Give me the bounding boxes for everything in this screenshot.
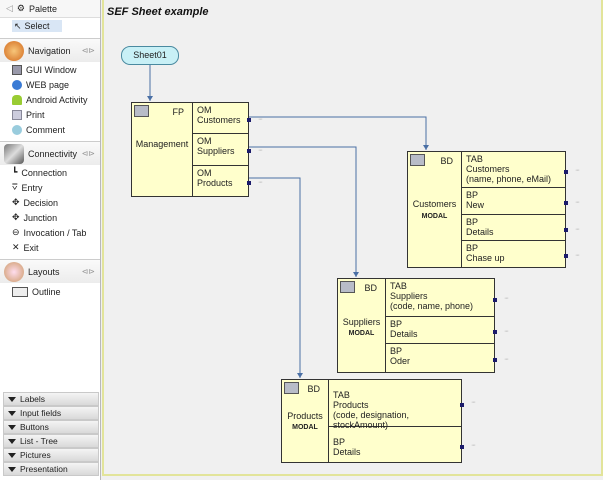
expand-icon <box>8 438 16 444</box>
decision-icon: ✥ <box>12 197 20 207</box>
palette-item-outline[interactable]: Outline <box>0 283 100 301</box>
palette-icon: ⚙ <box>16 3 25 13</box>
arrow-icon <box>353 272 359 277</box>
connection-products <box>248 177 301 378</box>
exit-icon: ✕ <box>12 242 20 252</box>
drawer-labels[interactable]: Labels <box>3 392 99 406</box>
drawer-pictures[interactable]: Pictures <box>3 448 99 462</box>
palette: ◁⚙Palette ↖Select Navigation⊲⊳ GUI Windo… <box>0 0 101 480</box>
window-icon <box>284 382 299 394</box>
palette-item-exit[interactable]: ✕Exit <box>12 242 39 253</box>
entry-icon: ⩢ <box>12 182 18 192</box>
sheet-node[interactable]: Sheet01 <box>121 46 179 65</box>
globe-icon <box>12 79 22 90</box>
connection-suppliers <box>248 146 357 277</box>
arrow-icon <box>297 373 303 378</box>
expand-icon <box>8 424 16 430</box>
palette-item-print[interactable]: Print <box>0 107 100 122</box>
drawer-list-tree[interactable]: List - Tree <box>3 434 99 448</box>
invocation-icon: ⊖ <box>12 227 20 237</box>
window-icon <box>12 64 22 75</box>
palette-header[interactable]: ◁⚙Palette <box>0 0 100 18</box>
select-tool[interactable]: ↖Select <box>12 20 62 32</box>
palette-item-junction[interactable]: ✥Junction <box>12 212 58 223</box>
connectivity-icon <box>4 143 24 164</box>
window-icon <box>410 154 425 166</box>
navigation-icon <box>4 40 24 61</box>
drawer-layouts[interactable]: Layouts⊲⊳ <box>0 259 100 283</box>
expand-icon <box>8 452 16 458</box>
pin-icon[interactable]: ⊲⊳ <box>81 46 95 55</box>
palette-item-connection[interactable]: ┗Connection <box>12 167 67 178</box>
palette-item-gui-window[interactable]: GUI Window <box>0 62 100 77</box>
palette-item-invocation-tab[interactable]: ⊖Invocation / Tab <box>12 227 87 238</box>
outline-icon <box>12 287 28 297</box>
collapse-icon[interactable]: ◁ <box>6 3 13 13</box>
palette-item-android-activity[interactable]: Android Activity <box>0 92 100 107</box>
connection-icon: ┗ <box>12 167 18 177</box>
pin-icon[interactable]: ⊲⊳ <box>81 267 95 276</box>
palette-item-entry[interactable]: ⩢Entry <box>12 182 43 193</box>
printer-icon <box>12 109 22 120</box>
layouts-icon <box>4 261 24 282</box>
cursor-icon: ↖ <box>14 20 22 31</box>
drawer-input-fields[interactable]: Input fields <box>3 406 99 420</box>
android-icon <box>12 94 22 105</box>
connection-customers <box>248 116 427 150</box>
comment-icon <box>12 124 22 135</box>
window-icon <box>340 281 355 293</box>
arrow-icon <box>147 96 153 101</box>
sheet-title: SEF Sheet example <box>107 6 209 18</box>
expand-icon <box>8 396 16 402</box>
drawer-buttons[interactable]: Buttons <box>3 420 99 434</box>
palette-item-comment[interactable]: Comment <box>0 122 100 137</box>
junction-icon: ✥ <box>12 212 20 222</box>
palette-item-web-page[interactable]: WEB page <box>0 77 100 92</box>
drawer-connectivity[interactable]: Connectivity⊲⊳ <box>0 141 100 165</box>
window-icon <box>134 105 149 117</box>
expand-icon <box>8 466 16 472</box>
expand-icon <box>8 410 16 416</box>
drawer-presentation[interactable]: Presentation <box>3 462 99 476</box>
drawer-navigation[interactable]: Navigation⊲⊳ <box>0 38 100 62</box>
palette-item-decision[interactable]: ✥Decision <box>12 197 59 208</box>
pin-icon[interactable]: ⊲⊳ <box>81 149 95 158</box>
arrow-icon <box>423 145 429 150</box>
